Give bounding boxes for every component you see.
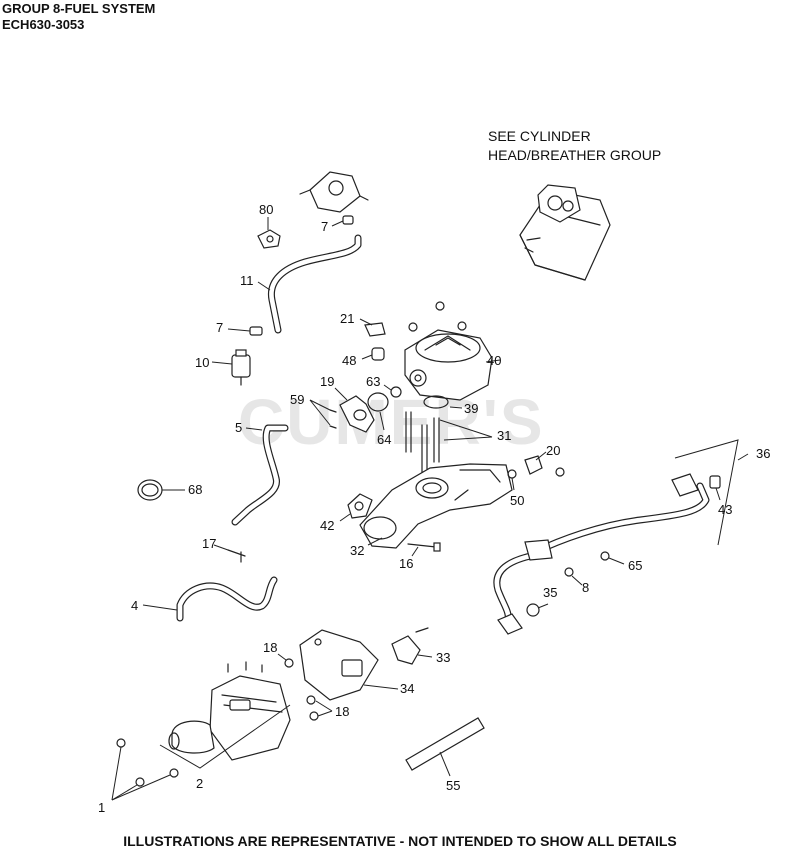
callout-20: 20 (546, 443, 560, 458)
part-8-bolt (564, 567, 574, 577)
part-16-bolt (407, 542, 441, 552)
callout-36: 36 (756, 446, 770, 461)
callout-4: 4 (131, 598, 138, 613)
callout-11: 11 (240, 273, 254, 288)
callout-8: 8 (582, 580, 589, 595)
callout-34: 34 (400, 681, 414, 696)
part-43-connector (709, 475, 721, 489)
callout-21: 21 (340, 311, 354, 326)
callout-65: 65 (628, 558, 642, 573)
part-19-elbow (339, 395, 375, 433)
part-1-bolts (116, 738, 179, 787)
callout-48: 48 (342, 353, 356, 368)
callout-2: 2 (196, 776, 203, 791)
callout-55: 55 (446, 778, 460, 793)
part-31-studs (405, 411, 440, 476)
callout-42: 42 (320, 518, 334, 533)
callout-5: 5 (235, 420, 242, 435)
part-21-bracket (364, 322, 386, 337)
part-59-screws (329, 409, 337, 429)
callout-7-upper: 7 (321, 219, 328, 234)
part-18-nut-upper (284, 658, 294, 668)
callout-1: 1 (98, 800, 105, 815)
part-50-washer (507, 469, 517, 479)
callout-64: 64 (377, 432, 391, 447)
wiring-harness-36 (493, 439, 739, 635)
fuel-pump-cover-part (299, 171, 369, 213)
callout-63: 63 (366, 374, 380, 389)
part-63-fitting (390, 386, 402, 398)
callout-40: 40 (487, 353, 501, 368)
part-18-nuts-lower (306, 695, 319, 721)
callout-17: 17 (202, 536, 216, 551)
watermark: CUMER'S (238, 386, 545, 458)
part-20-sensor (524, 455, 565, 477)
cylinder-head-part (519, 184, 611, 281)
callout-18-upper: 18 (263, 640, 277, 655)
callout-68: 68 (188, 482, 202, 497)
fuel-hose-4 (176, 576, 278, 622)
part-10-sensor (231, 349, 251, 386)
callout-32: 32 (350, 543, 364, 558)
part-35-nut (526, 603, 540, 617)
part-64-gasket (367, 392, 389, 412)
cylinder-head-note-line2: HEAD/BREATHER GROUP (488, 147, 661, 163)
part-80-clamp (257, 229, 281, 249)
callout-35: 35 (543, 585, 557, 600)
callout-39: 39 (464, 401, 478, 416)
callout-59: 59 (290, 392, 304, 407)
throttle-body-40 (404, 301, 493, 401)
part-68-clamp (137, 479, 163, 501)
model-number: ECH630-3053 (2, 17, 85, 32)
part-65-washer (600, 551, 610, 561)
cylinder-head-note: SEE CYLINDER (488, 128, 591, 144)
part-17-fitting (227, 549, 246, 563)
part-39-oring (423, 395, 449, 409)
callout-18-lower: 18 (335, 704, 349, 719)
part-33-pump (391, 627, 429, 665)
callout-19: 19 (320, 374, 334, 389)
disclaimer-footer: ILLUSTRATIONS ARE REPRESENTATIVE - NOT I… (123, 833, 677, 849)
callout-43: 43 (718, 502, 732, 517)
part-42-gasket (347, 493, 373, 519)
callout-7-lower: 7 (216, 320, 223, 335)
callout-16: 16 (399, 556, 413, 571)
fuel-hose-5 (231, 424, 289, 526)
callout-31: 31 (497, 428, 511, 443)
callout-10: 10 (195, 355, 209, 370)
callout-33: 33 (436, 650, 450, 665)
part-48-plug (371, 347, 385, 361)
diagram-title: GROUP 8-FUEL SYSTEM (2, 1, 156, 16)
part-7-clamp-upper (342, 215, 354, 225)
bracket-34 (299, 629, 379, 701)
callout-50: 50 (510, 493, 524, 508)
part-7-clamp-lower (249, 326, 263, 336)
callout-80: 80 (259, 202, 273, 217)
part-55-tube (405, 717, 485, 771)
fuel-pump-module-2 (168, 661, 291, 761)
intake-manifold-32 (359, 463, 513, 549)
fuel-hose-11 (267, 234, 362, 334)
